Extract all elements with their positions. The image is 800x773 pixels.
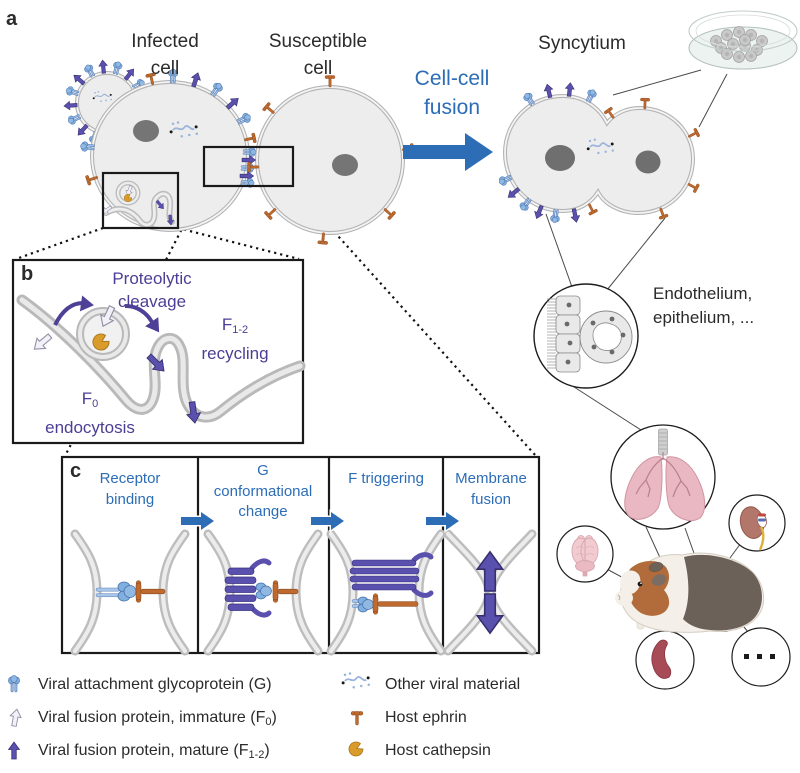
syncytium-label: Syncytium <box>538 33 626 54</box>
renal-vein <box>758 518 766 522</box>
legend-g-protein-icon <box>8 675 20 693</box>
cleavage-arrow-left <box>53 295 94 326</box>
legend-attachment-label: Viral attachment glycoprotein (G) <box>38 676 272 693</box>
step-arrows <box>179 509 462 533</box>
other-organs-circle <box>731 627 791 687</box>
legend-immature-label: Viral fusion protein, immature (F0) <box>38 709 277 728</box>
f0-endocytosis-label: F0 endocytosis <box>45 389 135 437</box>
panel-b <box>11 258 306 445</box>
pig-muzzle <box>615 590 633 606</box>
syncytium-nucleus-left <box>545 145 575 171</box>
panel-c-label: c <box>70 460 82 482</box>
tissue-circle <box>533 283 639 389</box>
spleen <box>651 639 672 679</box>
panel-a-label: a <box>6 8 18 30</box>
endocytosis-inset <box>100 180 175 228</box>
susceptible-nucleus <box>332 154 358 176</box>
cilia <box>547 298 556 369</box>
pig-blaze <box>620 570 641 595</box>
renal-artery <box>758 513 766 517</box>
pig-cheek-spot <box>651 574 667 586</box>
lungs-circle <box>610 424 716 530</box>
legend-cathepsin-label: Host cathepsin <box>385 742 491 759</box>
syncytium-figure <box>497 82 701 224</box>
step-f-triggering-art <box>326 529 446 656</box>
legend-other-material-label: Other viral material <box>385 676 521 693</box>
guinea-pig <box>615 552 765 633</box>
pig-dark-rear <box>683 554 762 631</box>
susceptible-cell-figure <box>202 75 415 245</box>
cleavage-arrow-right <box>124 304 160 333</box>
step-f-triggering-label: F triggering <box>348 470 424 487</box>
infected-cell-figure <box>63 59 257 232</box>
legend-mature-label: Viral fusion protein, mature (F1-2) <box>38 742 270 761</box>
pig-eye <box>637 581 643 587</box>
ureter <box>758 526 765 551</box>
legend-immature-f-icon <box>8 707 23 728</box>
panel-b-label: b <box>21 263 34 285</box>
panel-c <box>60 455 541 656</box>
tissue-label: Endothelium,epithelium, ... <box>653 284 755 327</box>
bronchi <box>635 452 691 498</box>
pig-ear <box>648 562 664 572</box>
brain-circle <box>556 525 614 583</box>
legend-mature-f-icon <box>8 741 20 760</box>
lung-right <box>665 456 706 522</box>
fusion-arrow <box>403 133 493 171</box>
infected-nucleus <box>133 120 159 142</box>
organ-ellipsis-label <box>744 654 775 659</box>
step-receptor-binding-art <box>70 529 190 656</box>
zoom-box-fusion-interface <box>202 145 295 188</box>
f12-recycling-label: F1-2 recycling <box>201 315 269 363</box>
zoom-box-endocytosis <box>101 171 180 230</box>
lung-left <box>624 456 663 520</box>
petri-dish <box>688 10 798 70</box>
step-g-conformational-art <box>203 529 323 656</box>
tissue-nuclei <box>564 302 626 365</box>
syncytium-nucleus-right <box>635 150 661 174</box>
spleen-circle <box>635 630 695 690</box>
step-membrane-fusion-art <box>443 529 537 656</box>
kidney-circle <box>728 494 786 552</box>
legend-ephrin-label: Host ephrin <box>385 709 467 726</box>
